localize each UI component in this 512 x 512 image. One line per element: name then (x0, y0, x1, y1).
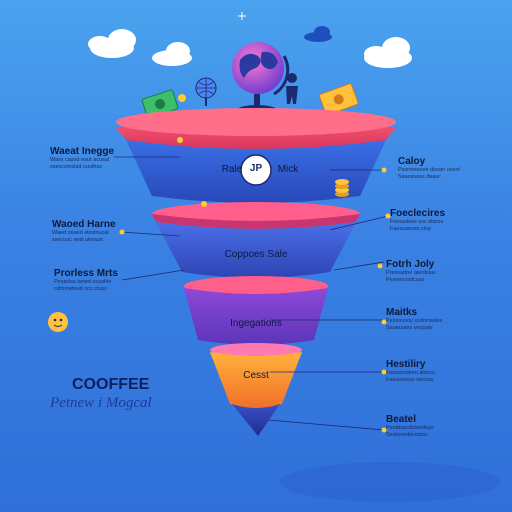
right-label-title: Foeclecires (390, 208, 446, 219)
coin-stack-icon (335, 179, 349, 197)
money-bill-icon (141, 89, 179, 119)
money-bill-icon (319, 83, 359, 116)
connector-dots (119, 137, 391, 433)
right-label-4: Maitks Pessousoy ssdoctedes Sauersaes ve… (386, 307, 442, 332)
left-label-title: Prorless Mrts (54, 268, 118, 279)
left-label-1: Waeat Inegge Wass cassd eaut acusal ssex… (50, 146, 114, 171)
right-label-line: Ssaessass daasc (398, 174, 441, 180)
cloud-icon (88, 29, 136, 58)
funnel-stage-2 (156, 222, 356, 278)
funnel-stage-3 (184, 288, 328, 345)
left-label-line: ssexcsmslad cuuthss (50, 164, 102, 170)
funnel-stage-3-label: Ingegations (230, 318, 282, 329)
right-label-line: Pesdtsacdctendoys (386, 425, 434, 431)
right-label-2: Foeclecires Fessadose ssc diaros Faessae… (390, 208, 445, 233)
funnel-stage-2-label: Coppoes Sale (224, 249, 288, 260)
cloud-icon (304, 26, 332, 42)
funnel-top-surface (116, 108, 396, 136)
right-label-title: Hestiliry (386, 359, 426, 370)
top-badge-circle (240, 154, 272, 186)
right-label-line: Faessaeuss cloy (390, 226, 431, 232)
left-label-title: Waeat Inegge (50, 146, 115, 157)
funnel-stage-4 (210, 352, 302, 408)
right-label-line: Fessadose ssc diaros (390, 219, 444, 225)
funnel-stage-3-rim (184, 276, 328, 296)
right-label-line: Pressadoe alerdslas (386, 270, 436, 276)
funnel-top-badge: JP (249, 163, 263, 174)
cloud-icon (152, 42, 192, 66)
right-label-3: Fotrh Joly Pressadoe alerdslas Pesesnssd… (386, 259, 436, 284)
left-label-title: Waoed Harne (52, 219, 116, 230)
brand-name: COOFFEE (72, 376, 150, 393)
emoji-icon (48, 312, 68, 332)
left-label-line: Wass cassd eaut acusal (50, 157, 110, 163)
brand-tagline: Petnew i Mogcal (50, 395, 152, 411)
right-label-line: Pssnoeenee dosan uceol (398, 167, 460, 173)
right-label-title: Fotrh Joly (386, 259, 435, 270)
right-label-1: Caloy Pssnoeenee dosan uceol Ssaessass d… (398, 156, 460, 181)
right-label-line: Pesesnssdcuss (386, 277, 425, 283)
funnel-tip (232, 404, 280, 436)
cloud-icon (364, 37, 412, 68)
right-label-5: Hestiliry Fosastodeen aloccs Feaseresso … (386, 359, 435, 384)
person-icon (286, 73, 298, 104)
right-label-title: Caloy (398, 156, 426, 167)
right-label-line: Seatsnedecotssc (386, 432, 428, 438)
funnel-stage-4-label: Cesst (243, 370, 269, 381)
right-label-line: Fosastodeen aloccs (386, 370, 435, 376)
right-label-line: Feaseresso secoss (386, 377, 434, 383)
globe-icon (232, 42, 290, 115)
left-label-line: Waed ceaed elsstnucal (52, 230, 109, 236)
left-label-line: Pesarloa taned ocuslhe (54, 279, 112, 285)
right-label-title: Maitks (386, 307, 418, 318)
left-label-line: cdmmeteud scc ctuss (54, 286, 107, 292)
sparkle-icon (238, 12, 246, 20)
funnel-top-title: Rale (221, 164, 243, 175)
right-label-line: Sauersaes vecpaly (386, 325, 433, 331)
right-label-6: Beatel Pesdtsacdctendoys Seatsnedecotssc (386, 414, 434, 439)
right-label-title: Beatel (386, 414, 417, 425)
funnel-top-subtitle: Mick (277, 164, 299, 175)
left-label-2: Waoed Harne Waed ceaed elsstnucal ssecus… (52, 219, 116, 244)
left-label-line: ssecusc seal ulooust (52, 237, 103, 243)
globe-icon (195, 77, 217, 106)
funnel-stage-4-rim (210, 343, 302, 357)
connector-lines (114, 156, 389, 431)
left-label-3: Prorless Mrts Pesarloa taned ocuslhe cdm… (54, 268, 118, 293)
right-label-line: Pessousoy ssdoctedes (386, 318, 443, 324)
